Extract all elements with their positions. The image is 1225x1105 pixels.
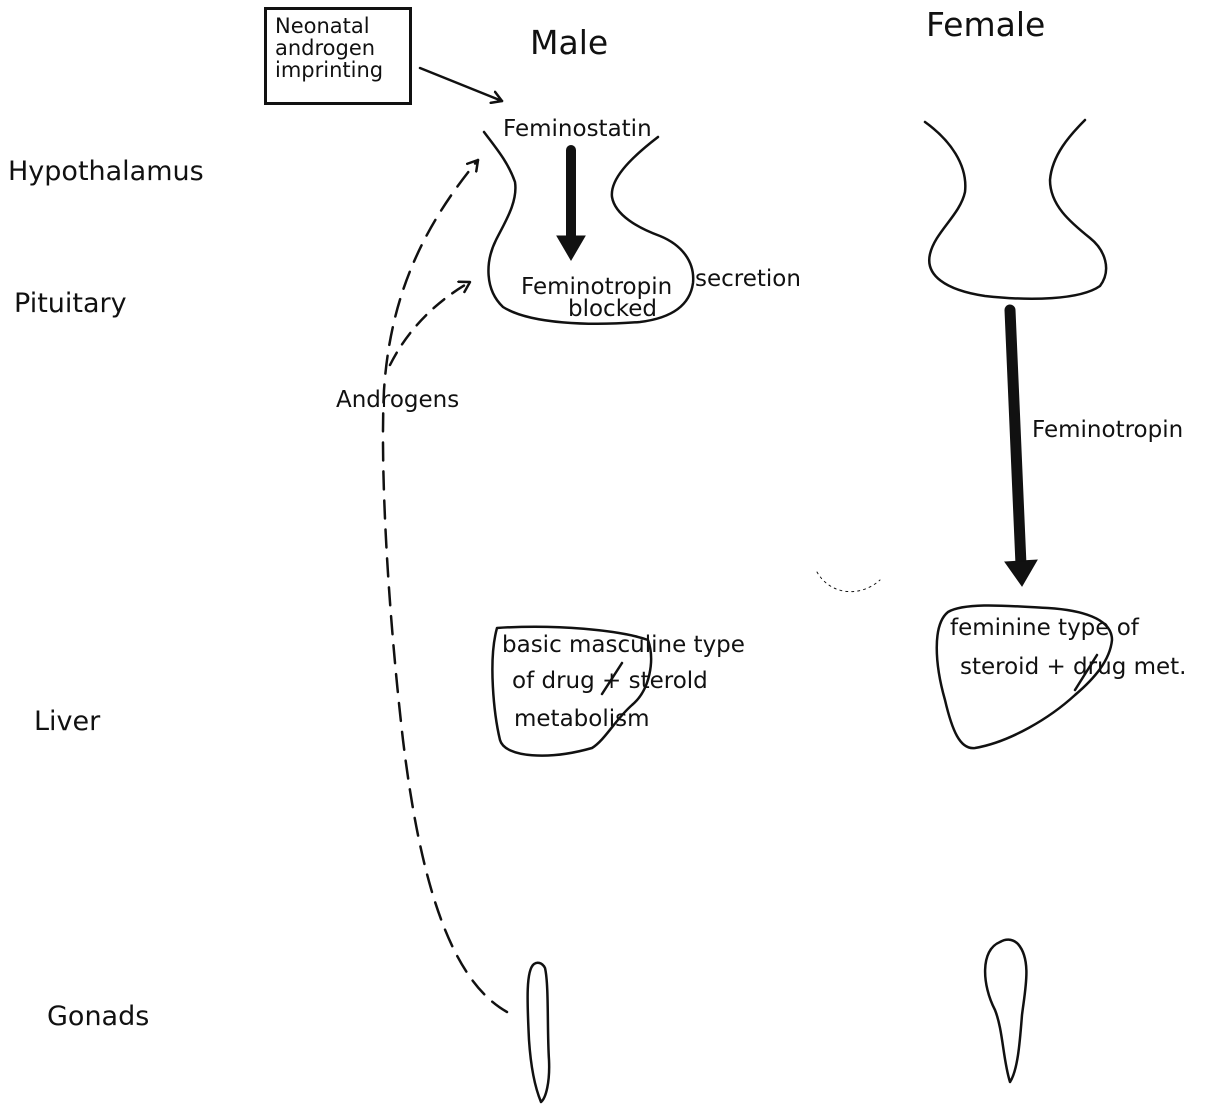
feminostatin-label: Feminostatin xyxy=(503,118,652,141)
female-hypothalamus-pituitary-outline xyxy=(925,120,1106,299)
neonatal-imprinting-box: Neonatal androgen imprinting xyxy=(264,7,412,105)
female-feminotropin-arrow-shaft xyxy=(1010,310,1021,565)
female-liver-text-1: feminine type of xyxy=(950,617,1139,640)
imprinting-line-3: imprinting xyxy=(275,59,409,81)
male-liver-text-1: basic masculine type xyxy=(502,634,745,657)
female-liver-text-2: steroid + drug met. xyxy=(960,656,1187,679)
feminotropin-label: Feminotropin xyxy=(1032,419,1183,442)
row-label-gonads: Gonads xyxy=(47,1003,149,1030)
male-gonad xyxy=(528,963,550,1102)
row-label-pituitary: Pituitary xyxy=(14,290,127,317)
feminotropin-blocked-label-2: blocked xyxy=(568,298,657,321)
row-label-liver: Liver xyxy=(34,708,100,735)
faint-speck-arc xyxy=(817,572,880,592)
androgens-label: Androgens xyxy=(336,389,459,412)
column-title-male: Male xyxy=(530,26,608,59)
column-title-female: Female xyxy=(926,8,1045,41)
imprinting-line-1: Neonatal xyxy=(275,15,409,37)
female-feminotropin-arrowhead xyxy=(1005,560,1037,586)
imprinting-line-2: androgen xyxy=(275,37,409,59)
row-label-hypothalamus: Hypothalamus xyxy=(8,158,204,185)
secretion-label: secretion xyxy=(695,268,801,291)
male-liver-text-3: metabolism xyxy=(514,708,650,731)
feminostatin-arrowhead xyxy=(557,236,585,260)
imprinting-arrow xyxy=(420,68,502,101)
androgen-feedback-dashed-curve xyxy=(383,160,507,1012)
female-gonad xyxy=(985,940,1026,1082)
male-liver-text-2: of drug + sterold xyxy=(512,670,708,693)
androgen-pituitary-dashed-branch xyxy=(390,282,470,365)
